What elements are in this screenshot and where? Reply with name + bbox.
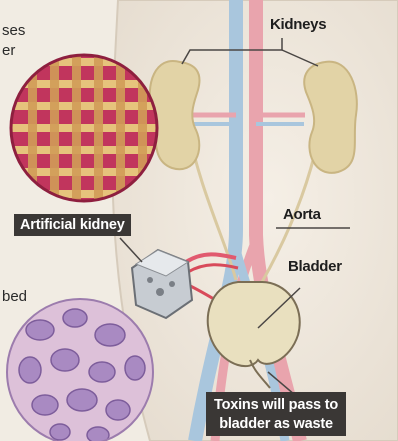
- artificial-kidney-label: Artificial kidney: [14, 214, 131, 236]
- kidneys-label: Kidneys: [270, 16, 326, 33]
- aorta-label: Aorta: [283, 206, 321, 223]
- toxins-label-line1: Toxins will pass to: [214, 396, 338, 415]
- cropped-text-middle: bed: [2, 288, 27, 305]
- toxins-label: Toxins will pass to bladder as waste: [206, 392, 346, 436]
- cropped-text-top-line2: er: [2, 42, 15, 59]
- bladder-organ: [208, 282, 300, 366]
- toxins-label-line2: bladder as waste: [214, 415, 338, 434]
- cropped-text-top-line1: ses: [2, 22, 25, 39]
- cells-magnified-circle: [7, 299, 153, 441]
- bladder-label: Bladder: [288, 258, 342, 275]
